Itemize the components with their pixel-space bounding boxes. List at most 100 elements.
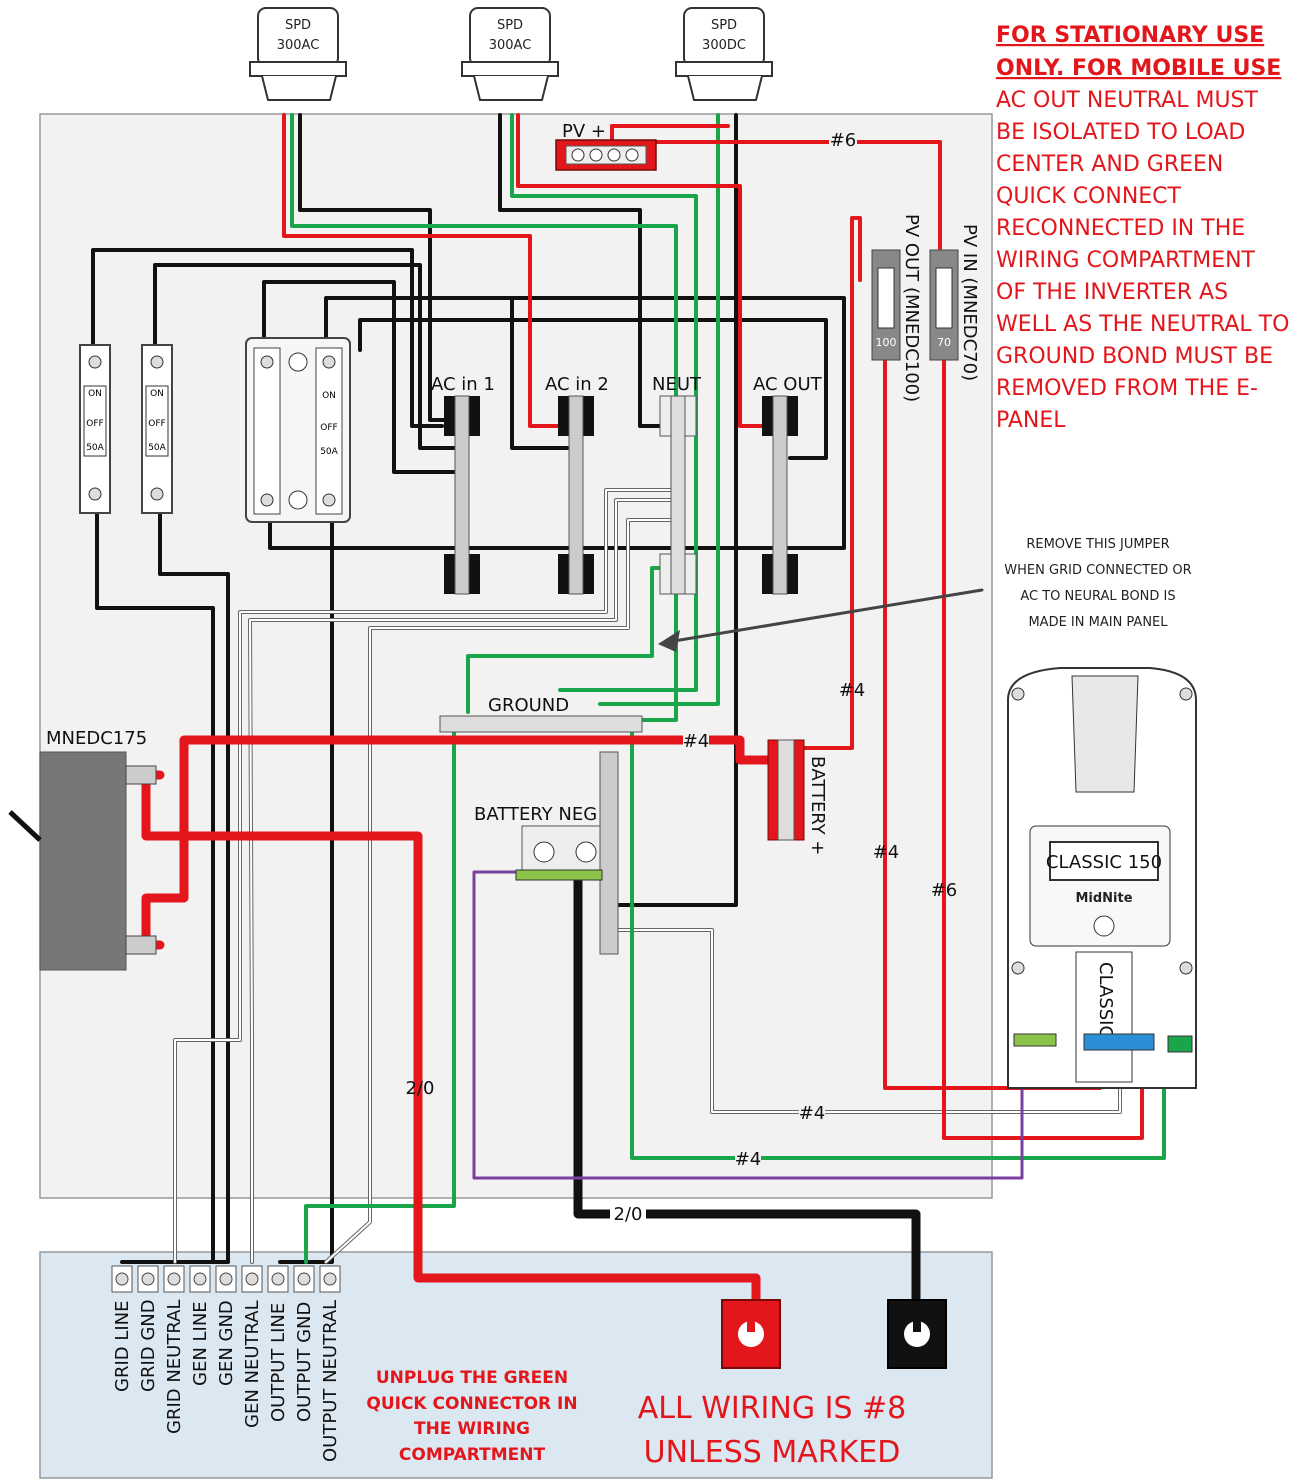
pv-plus-label: PV +	[562, 121, 606, 142]
breaker-pair: ON OFF 50A	[245, 337, 351, 523]
pv-in-breaker: ON 70	[929, 249, 959, 361]
controller-vertical-text: CLASSIC	[1095, 962, 1116, 1038]
wire-size-label: #4	[839, 680, 866, 701]
breaker-2: ON OFF 50A	[141, 344, 173, 514]
breaker-rating: 50A	[148, 443, 166, 453]
terminal-label: OUTPUT GND	[294, 1302, 315, 1422]
bus-label: AC in 2	[545, 374, 609, 395]
warning-line: BE ISOLATED TO LOAD	[996, 120, 1245, 145]
wire-size-label: #4	[799, 1103, 826, 1124]
bus-label: AC OUT	[753, 374, 823, 395]
pv-out-label: PV OUT (MNEDC100)	[901, 214, 922, 402]
bus-ac-out: AC OUT	[753, 374, 823, 595]
breaker-on-text: ON	[150, 389, 164, 399]
terminal-blocks	[111, 1265, 341, 1293]
controller-brand: MidNite	[1075, 891, 1132, 906]
spd-3: SPD 300DC	[675, 7, 773, 101]
warning-line: ONLY. FOR MOBILE USE	[996, 56, 1281, 81]
terminal-label: GRID GND	[138, 1299, 159, 1392]
breaker-off-text: OFF	[320, 423, 337, 433]
jumper-note: REMOVE THIS JUMPER WHEN GRID CONNECTED O…	[1004, 537, 1191, 630]
terminal-label: GRID NEUTRAL	[164, 1300, 185, 1434]
wire-size-label: #4	[735, 1149, 762, 1170]
wire-size-label: 2/0	[614, 1204, 643, 1225]
all-wiring-line: UNLESS MARKED	[644, 1435, 901, 1470]
jumper-note-line: AC TO NEURAL BOND IS	[1020, 589, 1175, 604]
unplug-note-line: QUICK CONNECTOR IN	[366, 1394, 577, 1414]
all-wiring-line: ALL WIRING IS #8	[638, 1391, 907, 1426]
unplug-note-line: COMPARTMENT	[399, 1445, 546, 1465]
breaker-on-text: ON	[322, 391, 336, 401]
warning-line: OF THE INVERTER AS	[996, 280, 1228, 305]
stationary-warning: FOR STATIONARY USE ONLY. FOR MOBILE USE …	[996, 23, 1289, 433]
classic-150-controller: CLASSIC 150 MidNite CLASSIC	[1007, 667, 1197, 1089]
jumper-note-line: MADE IN MAIN PANEL	[1028, 615, 1168, 630]
terminal-label: GRID LINE	[112, 1300, 133, 1392]
battery-neg-label: BATTERY NEG	[474, 804, 597, 825]
ground-label: GROUND	[488, 695, 569, 716]
bus-neutral: NEUT	[652, 374, 702, 595]
spd-rating: 300DC	[702, 38, 746, 53]
battery-positive-lug	[721, 1299, 781, 1369]
terminal-label: GEN NEUTRAL	[242, 1300, 263, 1428]
warning-line: CENTER AND GREEN	[996, 152, 1223, 177]
terminal-label: OUTPUT LINE	[268, 1303, 289, 1422]
bus-ac-in-1: AC in 1	[431, 374, 495, 595]
warning-line: FOR STATIONARY USE	[996, 23, 1264, 48]
wire-size-label: #6	[931, 880, 958, 901]
breaker-rating: 100	[876, 336, 897, 349]
spd-label: SPD	[711, 18, 737, 33]
spd-2: SPD 300AC	[461, 7, 559, 101]
warning-line: REMOVED FROM THE E-	[996, 376, 1258, 401]
breaker-rating: 50A	[320, 447, 338, 457]
battery-negative-lug	[887, 1299, 947, 1369]
spd-label: SPD	[285, 18, 311, 33]
terminal-label: GEN LINE	[190, 1301, 211, 1386]
unplug-note-line: THE WIRING	[414, 1419, 530, 1439]
warning-line: WIRING COMPARTMENT	[996, 248, 1256, 273]
breaker-on-text: ON	[936, 270, 951, 281]
wire-size-label: #6	[830, 130, 857, 151]
breaker-off-text: OFF	[148, 419, 165, 429]
battery-pos-bus: BATTERY +	[767, 739, 828, 855]
breaker-on-text: ON	[878, 270, 893, 281]
breaker-off-text: OFF	[86, 419, 103, 429]
ground-bus: GROUND	[439, 695, 643, 733]
bus-label: NEUT	[652, 374, 702, 395]
bus-label: AC in 1	[431, 374, 495, 395]
spd-1: SPD 300AC	[249, 7, 347, 101]
controller-display: CLASSIC 150	[1046, 852, 1162, 873]
warning-line: GROUND BOND MUST BE	[996, 344, 1273, 369]
terminal-label: GEN GND	[216, 1300, 237, 1386]
spd-label: SPD	[497, 18, 523, 33]
all-wiring-note: ALL WIRING IS #8 UNLESS MARKED	[638, 1391, 907, 1470]
wire-size-label: 2/0	[406, 1078, 435, 1099]
warning-line: PANEL	[996, 408, 1066, 433]
warning-line: AC OUT NEUTRAL MUST	[996, 88, 1259, 113]
spd-rating: 300AC	[489, 38, 532, 53]
battery-pos-label: BATTERY +	[807, 756, 828, 855]
unplug-note: UNPLUG THE GREEN QUICK CONNECTOR IN THE …	[366, 1368, 577, 1465]
unplug-note-line: UNPLUG THE GREEN	[376, 1368, 568, 1388]
mnedc-label: MNEDC175	[46, 728, 147, 749]
pv-plus-bus: PV +	[555, 121, 657, 171]
terminal-label: OUTPUT NEUTRAL	[320, 1300, 341, 1462]
bus-ac-in-2: AC in 2	[545, 374, 609, 595]
pv-in-label: PV IN (MNEDC70)	[959, 224, 980, 381]
warning-line: QUICK CONNECT	[996, 184, 1182, 209]
spd-rating: 300AC	[277, 38, 320, 53]
terminal-labels: GRID LINE GRID GND GRID NEUTRAL GEN LINE…	[112, 1299, 341, 1462]
mnedc175-breaker: MNEDC175	[8, 728, 157, 971]
wire-size-label: #4	[873, 842, 900, 863]
battery-neg-bus: BATTERY NEG	[474, 751, 619, 955]
wire-size-label: #4	[683, 731, 710, 752]
pv-out-breaker: ON 100	[871, 249, 901, 361]
jumper-note-line: REMOVE THIS JUMPER	[1026, 537, 1169, 552]
warning-line: RECONNECTED IN THE	[996, 216, 1245, 241]
jumper-note-line: WHEN GRID CONNECTED OR	[1004, 563, 1191, 578]
breaker-rating: 50A	[86, 443, 104, 453]
breaker-1: ON OFF 50A	[79, 344, 111, 514]
warning-line: WELL AS THE NEUTRAL TO	[996, 312, 1289, 337]
breaker-rating: 70	[937, 336, 951, 349]
